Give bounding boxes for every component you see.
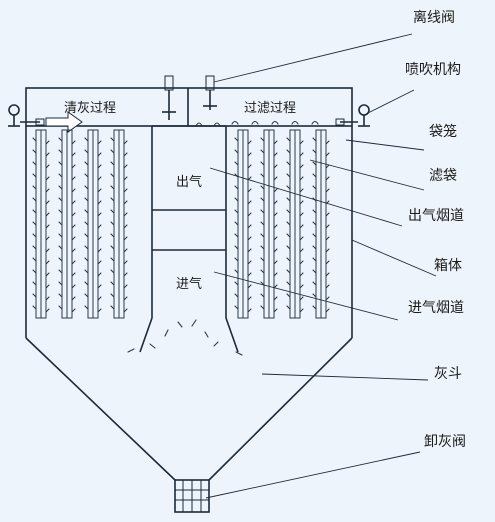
center-ducts	[139, 125, 239, 353]
label-filtering-process: 过滤过程	[244, 101, 296, 116]
label-offline-valve: 离线阀	[413, 9, 455, 26]
leader-bag-cage	[345, 139, 425, 151]
leader-outlet-duct	[209, 167, 403, 227]
filter-bags-left	[32, 129, 128, 319]
inlet-flare-left	[139, 317, 153, 353]
leader-filter-bag	[309, 159, 425, 191]
filter-bag-left-3	[84, 129, 102, 319]
label-inlet-duct: 进气烟道	[408, 300, 464, 316]
hopper-left	[25, 337, 176, 481]
filter-bag-left-1	[32, 129, 50, 319]
label-cleaning-process: 清灰过程	[64, 101, 116, 116]
housing-outline	[25, 87, 353, 513]
label-jet-mechanism: 喷吹机构	[405, 62, 461, 78]
leader-jet-mechanism	[365, 89, 415, 115]
label-bag-cage: 袋笼	[429, 123, 457, 140]
label-ash-hopper: 灰斗	[434, 366, 462, 382]
label-gas-out: 出气	[176, 174, 202, 190]
filter-bag-right-2	[260, 129, 278, 319]
offline-valves	[162, 75, 217, 120]
leader-housing	[351, 239, 437, 277]
offline-valve-right	[203, 75, 217, 110]
label-filter-bag: 滤袋	[429, 168, 457, 184]
offline-valve-left	[162, 75, 176, 120]
label-housing: 箱体	[434, 258, 462, 274]
label-discharge-valve: 卸灰阀	[424, 434, 466, 450]
label-gas-in: 进气	[176, 276, 202, 292]
jet-mechanism-left	[8, 104, 45, 127]
filter-bag-left-4	[110, 129, 128, 319]
dust-marks	[127, 120, 319, 356]
label-outlet-duct: 出气烟道	[408, 208, 464, 224]
pulse-air-arrow	[45, 111, 83, 133]
leader-ash-hopper	[261, 373, 429, 381]
filter-bags-right	[234, 129, 330, 319]
discharge-valve	[174, 479, 210, 513]
filter-bag-right-1	[234, 129, 252, 319]
filter-bag-left-2	[58, 129, 76, 319]
filter-bag-right-4	[312, 129, 330, 319]
filter-bag-right-3	[286, 129, 304, 319]
leader-inlet-duct	[213, 271, 399, 321]
leader-discharge-valve	[205, 451, 421, 499]
inlet-flare-right	[225, 317, 239, 353]
jet-mechanism-right	[335, 104, 370, 127]
leader-offline-valve	[213, 33, 413, 83]
hopper-right	[208, 337, 353, 481]
leader-lines	[205, 33, 437, 499]
